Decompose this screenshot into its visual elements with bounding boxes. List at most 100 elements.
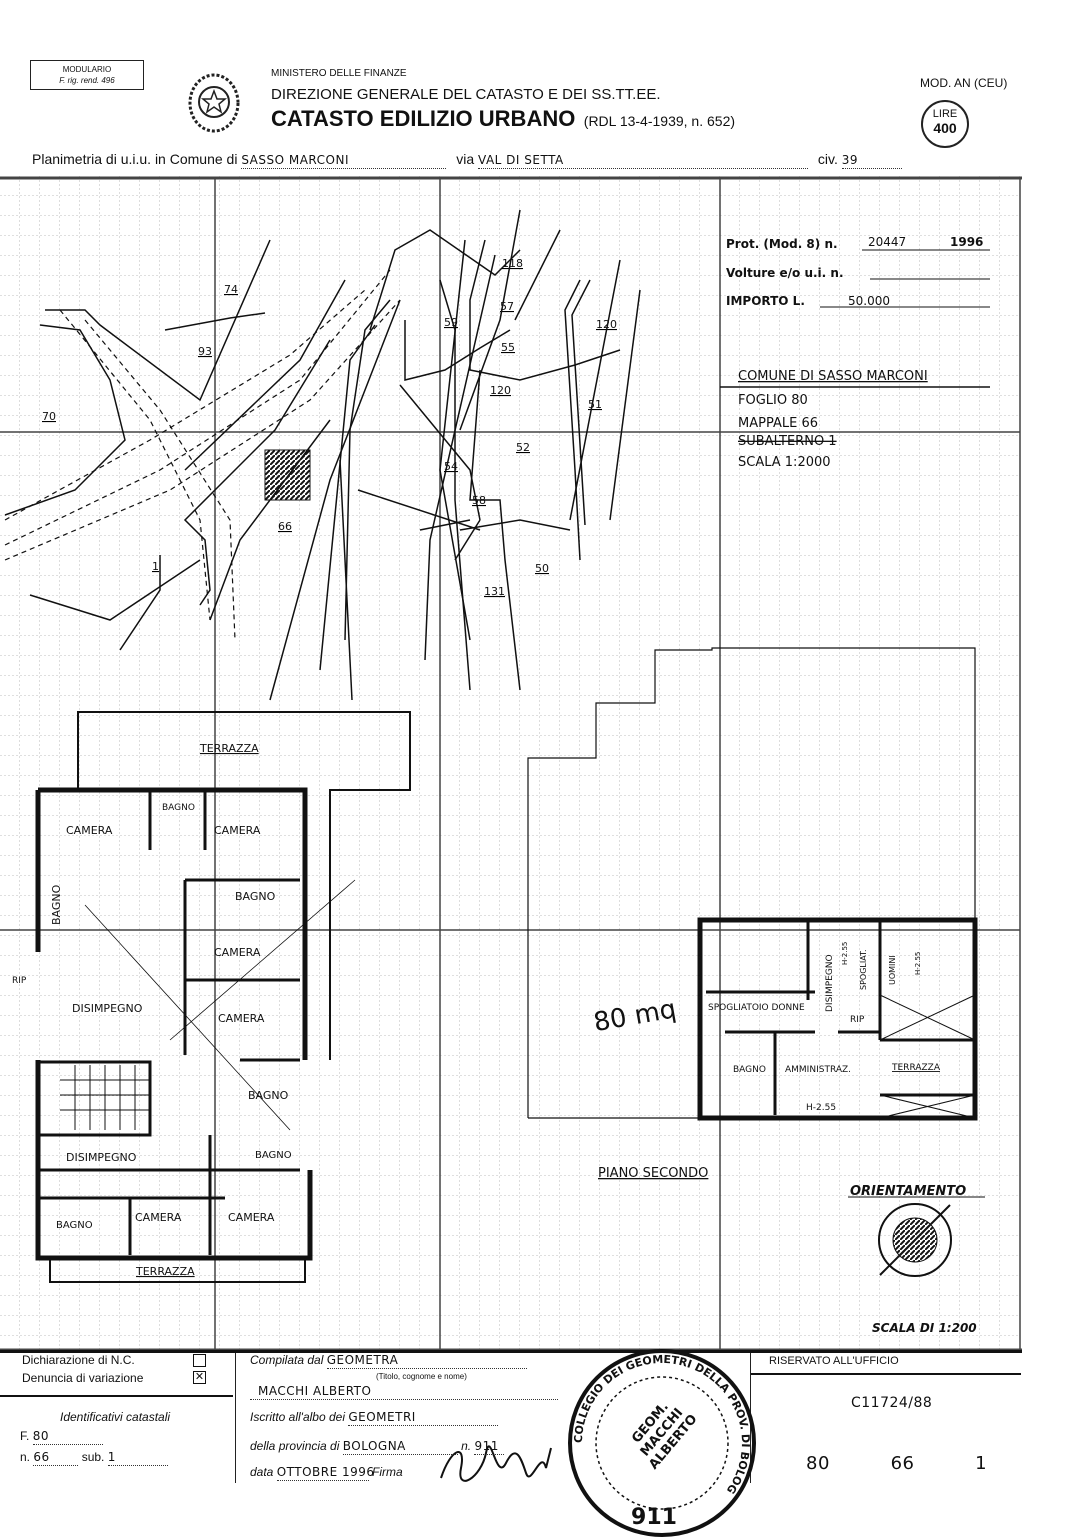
room-disimpegno: DISIMPEGNO bbox=[72, 1002, 143, 1015]
via-label: via bbox=[456, 151, 475, 167]
height-note: H-2.55 bbox=[806, 1103, 836, 1113]
n-value: 66 bbox=[33, 1450, 79, 1466]
floor-label: PIANO SECONDO bbox=[598, 1166, 708, 1181]
prot-label: Prot. (Mod. 8) n. bbox=[726, 237, 838, 251]
room-disimpegno: DISIMPEGNO bbox=[825, 954, 835, 1012]
parcel-1: 1 bbox=[152, 560, 159, 573]
f-value: 80 bbox=[32, 1429, 103, 1445]
room-ripostiglio: RIP bbox=[12, 976, 27, 986]
road-dashed-lines bbox=[4, 269, 401, 641]
map-scale: SCALA 1:2000 bbox=[738, 455, 831, 470]
drawing-scale: SCALA DI 1:200 bbox=[872, 1321, 977, 1335]
stamp-number: 911 bbox=[631, 1505, 677, 1530]
graph-grid bbox=[0, 176, 1020, 1350]
f-label: F. bbox=[20, 1429, 30, 1443]
room-bagno: BAGNO bbox=[162, 803, 195, 813]
compiled-title: GEOMETRA bbox=[326, 1353, 527, 1369]
location-prefix: Planimetria di u.i.u. in Comune di bbox=[32, 151, 238, 167]
map-parcel-lines-right bbox=[439, 209, 641, 691]
room-spogliatoio-donne: SPOGLIATOIO DONNE bbox=[708, 1003, 805, 1013]
nc-checkbox[interactable] bbox=[193, 1354, 206, 1367]
direction-name: DIREZIONE GENERALE DEL CATASTO E DEI SS.… bbox=[271, 86, 661, 103]
parcel-52: 52 bbox=[516, 441, 530, 454]
mappale: MAPPALE 66 bbox=[738, 416, 818, 431]
location-line: Planimetria di u.i.u. in Comune di SASSO… bbox=[32, 151, 902, 169]
modulario-label: MODULARIO bbox=[62, 65, 112, 74]
variation-checkbox[interactable]: ✕ bbox=[193, 1371, 206, 1384]
room-bagno: BAGNO bbox=[56, 1220, 93, 1231]
identifiers-title: Identificativi catastali bbox=[60, 1410, 171, 1424]
room-terrazza: TERRAZZA bbox=[891, 1063, 941, 1073]
sub-value: 1 bbox=[107, 1450, 168, 1466]
room-ripostiglio: RIP bbox=[850, 1015, 865, 1025]
importo-label: IMPORTO L. bbox=[726, 294, 805, 308]
reserved-code: C11724/88 bbox=[851, 1395, 933, 1411]
num-label: n. bbox=[461, 1439, 472, 1453]
room-bagno: BAGNO bbox=[50, 884, 63, 925]
parcel-50: 50 bbox=[535, 562, 549, 575]
signature bbox=[440, 1445, 552, 1482]
document-title: CATASTO EDILIZIO URBANO (RDL 13-4-1939, … bbox=[271, 106, 735, 132]
footer-col-middle: Compilata dal GEOMETRA (Titolo, cognome … bbox=[236, 1353, 751, 1483]
parcel-74: 74 bbox=[224, 283, 238, 296]
parcel-70: 70 bbox=[42, 410, 56, 423]
title-text: CATASTO EDILIZIO URBANO bbox=[271, 106, 576, 131]
room-bagno: BAGNO bbox=[733, 1065, 766, 1075]
revenue-stamp: LIRE 400 bbox=[921, 100, 969, 148]
room-spogliatoio: SPOGLIAT. bbox=[859, 949, 868, 990]
building-footprint bbox=[264, 449, 311, 501]
law-reference: (RDL 13-4-1939, n. 652) bbox=[583, 113, 736, 129]
stamp-value: 400 bbox=[933, 120, 957, 136]
nc-label: Dichiarazione di N.C. bbox=[22, 1353, 135, 1367]
cadastral-map bbox=[4, 229, 521, 701]
room-camera: CAMERA bbox=[135, 1211, 182, 1224]
professional-stamp: COLLEGIO DEI GEOMETRI DELLA PROV. DI BOL… bbox=[562, 1348, 756, 1537]
height-note: H-2.55 bbox=[914, 952, 922, 975]
subalterno: SUBALTERNO 1 bbox=[738, 434, 837, 449]
office-box: Prot. (Mod. 8) n. 20447 1996 Volture e/o… bbox=[726, 235, 990, 308]
room-bagno: BAGNO bbox=[235, 890, 276, 903]
albo-label: Iscritto all'albo dei bbox=[250, 1410, 346, 1424]
height-note: H-2.55 bbox=[841, 942, 849, 965]
reserved-ids: 80 66 1 bbox=[806, 1453, 988, 1474]
parcel-120-b: 120 bbox=[490, 384, 511, 397]
room-camera: CAMERA bbox=[228, 1211, 275, 1224]
room-uomini: UOMINI bbox=[888, 955, 897, 985]
foglio: FOGLIO 80 bbox=[738, 393, 808, 408]
room-camera: CAMERA bbox=[214, 824, 261, 837]
sub-label: sub. bbox=[81, 1450, 105, 1464]
parcel-120-a: 120 bbox=[596, 318, 617, 331]
floor-plan-left bbox=[35, 711, 411, 1283]
parcel-66: 66 bbox=[278, 520, 292, 533]
prot-value: 20447 bbox=[868, 235, 906, 249]
orientation-label: ORIENTAMENTO bbox=[850, 1184, 966, 1199]
modulario-ref: F. rig. rend. 496 bbox=[59, 76, 115, 85]
ministry-name: MINISTERO DELLE FINANZE bbox=[271, 68, 407, 79]
albo-value: GEOMETRI bbox=[348, 1410, 499, 1426]
room-amministrazione: AMMINISTRAZ. bbox=[785, 1065, 851, 1075]
comune-value: SASSO MARCONI bbox=[241, 153, 447, 169]
room-terrazza: TERRAZZA bbox=[199, 742, 259, 755]
parcel-55: 55 bbox=[501, 341, 515, 354]
n-label: n. bbox=[20, 1450, 31, 1464]
republic-emblem-icon bbox=[188, 73, 240, 133]
parcel-51: 51 bbox=[588, 398, 602, 411]
civ-value: 39 bbox=[841, 153, 902, 169]
room-camera: CAMERA bbox=[218, 1012, 265, 1025]
variation-label: Denuncia di variazione bbox=[22, 1371, 144, 1385]
prot-year: 1996 bbox=[950, 235, 983, 249]
drawing-sheet: 74 93 70 1 66 118 57 59 55 120 120 51 52… bbox=[0, 176, 1022, 1352]
footer-col-left: Dichiarazione di N.C. Denuncia di variaz… bbox=[0, 1353, 236, 1483]
volture-label: Volture e/o u.i. n. bbox=[726, 266, 844, 280]
date-value: OTTOBRE 1996 bbox=[276, 1465, 375, 1481]
modulario-box: MODULARIO F. rig. rend. 496 bbox=[30, 60, 144, 90]
comune-reference: COMUNE DI SASSO MARCONI bbox=[738, 369, 928, 384]
room-camera: CAMERA bbox=[66, 824, 113, 837]
signature-label: Firma bbox=[372, 1465, 403, 1479]
compiled-name: MACCHI ALBERTO bbox=[250, 1384, 558, 1400]
parcel-118: 118 bbox=[502, 257, 523, 270]
north-arrow-icon bbox=[878, 1203, 952, 1277]
provincia-label: della provincia di bbox=[250, 1439, 340, 1453]
parcel-reference: COMUNE DI SASSO MARCONI FOGLIO 80 MAPPAL… bbox=[720, 369, 990, 470]
importo-value: 50.000 bbox=[848, 294, 890, 308]
